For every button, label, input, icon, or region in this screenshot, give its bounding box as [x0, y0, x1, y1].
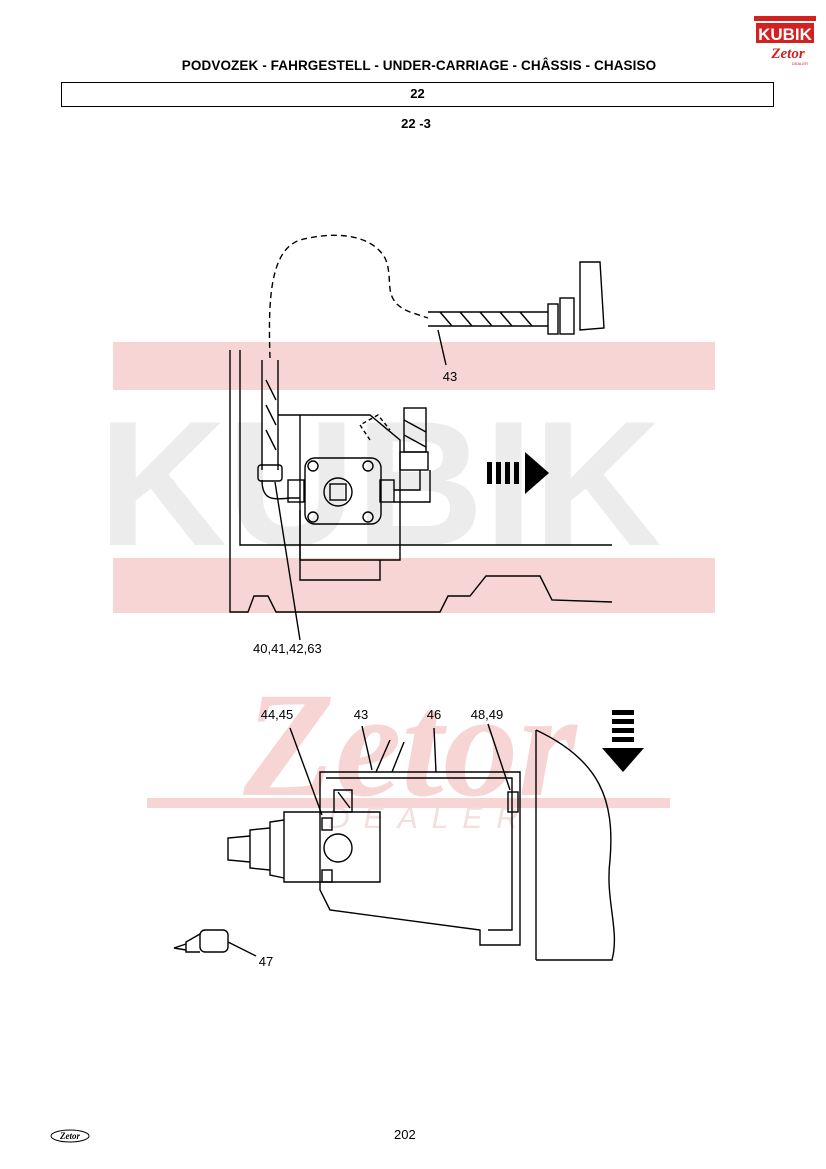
direction-arrow-right-icon — [487, 452, 549, 494]
svg-text:DEALER: DEALER — [792, 61, 808, 66]
part-label-40-41-42-63: 40,41,42,63 — [253, 641, 322, 656]
svg-text:KUBIK: KUBIK — [758, 25, 813, 44]
part-label-44-45: 44,45 — [261, 707, 294, 722]
part-label-47: 47 — [259, 954, 273, 969]
part-label-46: 46 — [427, 707, 441, 722]
direction-arrow-down-icon — [602, 710, 644, 772]
part-label-43-top: 43 — [443, 369, 457, 384]
figure-top — [229, 234, 613, 641]
svg-text:Zetor: Zetor — [59, 1131, 80, 1141]
part-label-48-49: 48,49 — [471, 707, 504, 722]
section-box — [61, 82, 774, 107]
watermark: KUBIK Zetor DEALER — [98, 342, 715, 835]
zetor-footer-logo: Zetor — [50, 1129, 90, 1143]
svg-text:DEALER: DEALER — [328, 802, 532, 835]
section-number: 22 — [410, 86, 425, 101]
subsection-number: 22 -3 — [401, 116, 431, 131]
part-label-43-bottom: 43 — [354, 707, 368, 722]
page-title: PODVOZEK - FAHRGESTELL - UNDER-CARRIAGE … — [181, 58, 657, 73]
kubik-zetor-logo: KUBIK Zetor DEALER — [754, 14, 818, 70]
page-number: 202 — [394, 1127, 416, 1142]
svg-text:Zetor: Zetor — [770, 46, 804, 62]
figure-bottom — [173, 723, 616, 961]
